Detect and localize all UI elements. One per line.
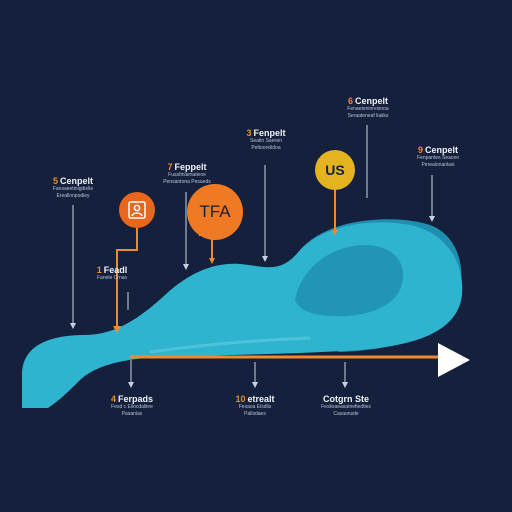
label-5-title: Cenpelt [60,176,94,186]
bottom-label-cg-line2: Casaonsde [333,411,359,417]
label-6-line1: Fenaeteninreisnoa [347,106,389,112]
bottom-label-10-title: etrealt [247,394,275,404]
label-3-number: 3 [246,128,252,138]
us-badge-circle [315,150,355,190]
label-5-line1: Fansaeetinigdielle [52,186,94,192]
bottom-label-cg: Cotgrn Ste Feslioaeasatnefiedtles Casaon… [296,394,396,418]
label-5-number: 5 [52,176,58,186]
label-5-line2: Ereallonpodiey [56,193,90,199]
label-7-line1: Fuasltnlamaiieoe [168,172,206,178]
tfa-badge-text: TFA [199,202,231,221]
wave-band [22,222,463,408]
label-3-line2: Peltoorelidoa [251,145,281,151]
label-7-line2: Pensantona Pesaeds [163,179,211,185]
bottom-label-4-number: 4 [110,394,116,404]
label-9-line1: Fenpantes Seacee [417,155,459,161]
bottom-label-10-number: 10 [235,394,246,404]
label-3-title: Fenpelt [253,128,286,138]
wave-highlight [149,336,311,354]
bottom-label-4-line2: Pasanias [121,411,143,417]
bottom-label-4-line1: Fesd c Eilocdaliiee [111,404,153,410]
label-9-line2: Perealonanlasi [421,162,455,168]
label-9-title: Cenpelt [425,145,459,155]
us-badge: US [315,150,355,190]
label-6-line2: Seraateneaf liaiiks [347,113,389,119]
bottom-label-cg-title: Cotgrn Ste [323,394,369,404]
label-1-line1: Fanele Crnas [96,275,127,281]
label-9-number: 9 [417,145,423,155]
person-card-icon [128,201,146,219]
orange-arrowheads [113,230,338,333]
tfa-badge: TFA [187,184,243,240]
label-6-title: Cenpelt [355,96,389,106]
label-1-title: Feadl [103,265,128,275]
wave-swirl [295,245,404,317]
label-7-title: Feppelt [174,162,207,172]
label-1-number: 1 [96,265,102,275]
orange-connector-person [116,226,138,328]
connector-lines [72,125,433,386]
arrow-right-icon [438,343,470,377]
bottom-label-10-line2: Pallsdaes [244,411,266,417]
bottom-label-4-title: Ferpads [118,394,154,404]
label-6-number: 6 [347,96,353,106]
bottom-label-10-line1: Fexaoa Elsdlis [238,404,272,410]
us-badge-text: US [325,162,345,178]
tfa-badge-circle [187,184,243,240]
label-3-line1: Seatin Saeivin [250,138,282,144]
label-7-number: 7 [167,162,173,172]
bottom-label-cg-line1: Feslioaeasatnefiedtles [321,404,371,410]
connector-arrowheads [70,216,435,388]
